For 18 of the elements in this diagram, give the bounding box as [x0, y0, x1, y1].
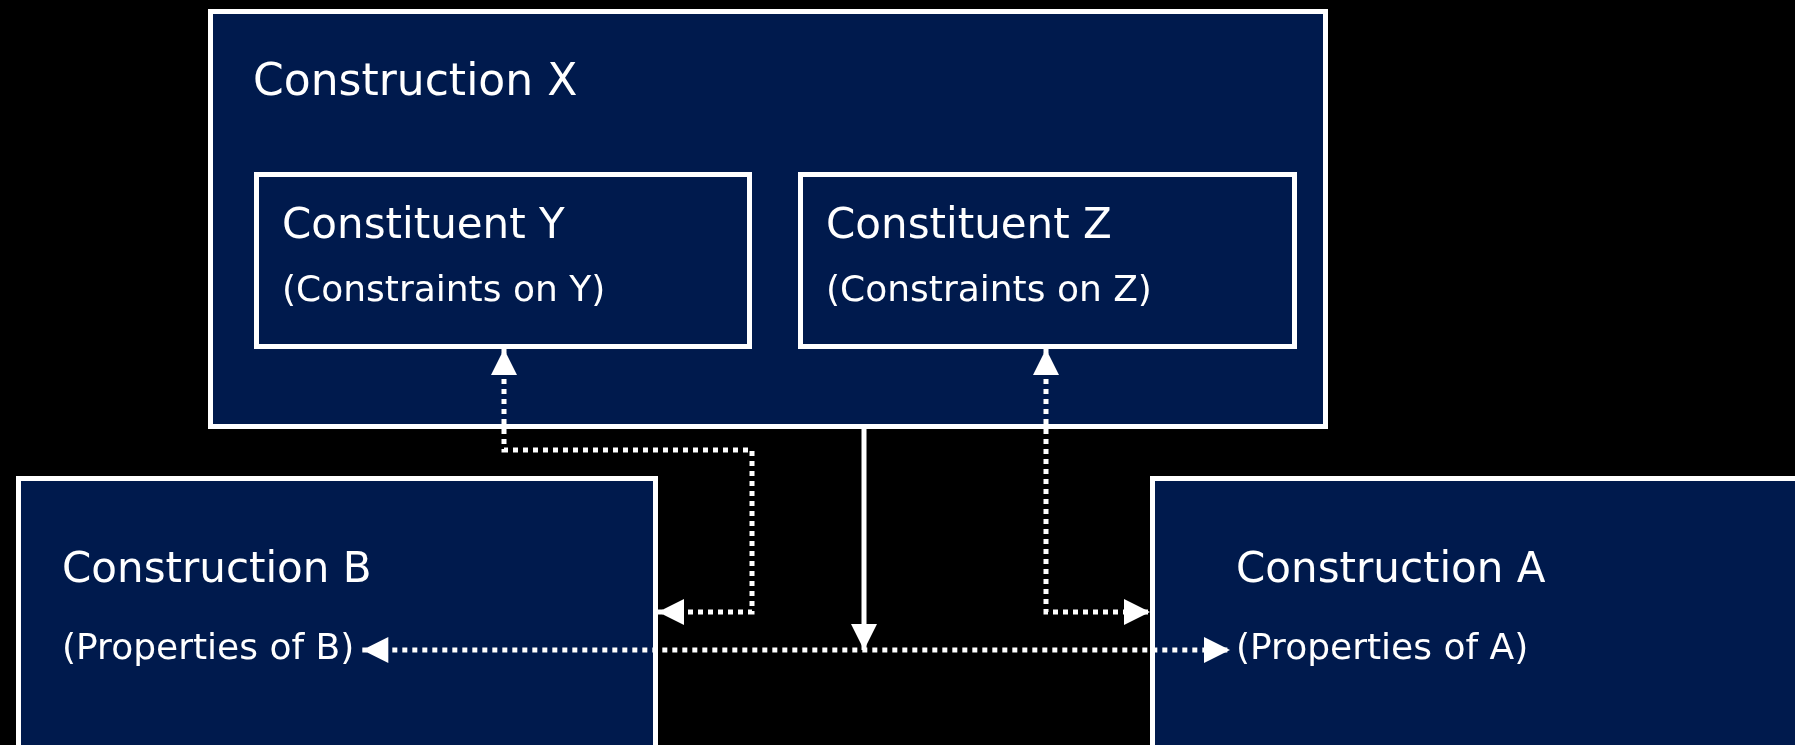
construction-box — [208, 9, 1328, 429]
construction-box — [1150, 476, 1795, 745]
arrow — [491, 349, 755, 625]
constituent-box — [798, 172, 1297, 349]
box-title: Constituent Z — [826, 201, 1112, 248]
arrow — [1033, 349, 1150, 625]
box-title: Construction X — [253, 56, 578, 105]
box-subtitle: (Constraints on Y) — [282, 269, 606, 309]
box-subtitle: (Constraints on Z) — [826, 269, 1152, 309]
box-subtitle: (Properties of B) — [62, 627, 355, 667]
arrow — [362, 637, 1230, 663]
box-subtitle: (Properties of A) — [1236, 627, 1529, 667]
box-title: Construction A — [1236, 545, 1546, 592]
construction-box — [16, 476, 658, 745]
arrow — [851, 429, 877, 650]
box-title: Constituent Y — [282, 201, 565, 248]
box-title: Construction B — [62, 545, 372, 592]
constituent-box — [254, 172, 752, 349]
